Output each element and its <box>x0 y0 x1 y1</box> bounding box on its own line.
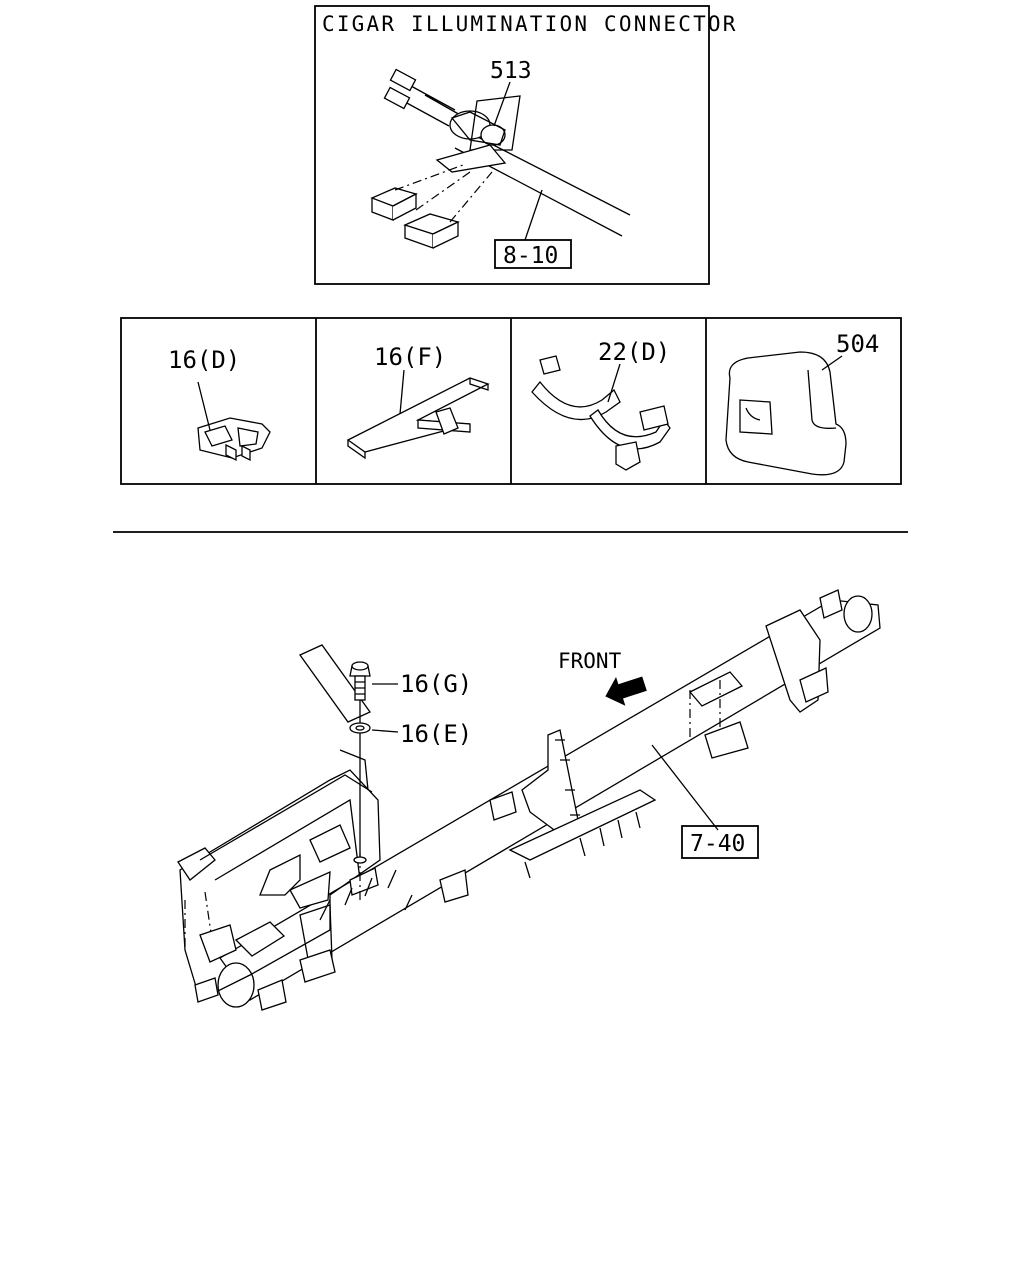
inset-title: CIGAR ILLUMINATION CONNECTOR <box>322 12 738 36</box>
part-label-16f: 16(F) <box>374 343 446 371</box>
cigar-connector-illustration <box>370 68 631 249</box>
part-504-illustration <box>725 351 847 476</box>
callout-box-8-10 <box>494 239 572 269</box>
part-16d-illustration <box>197 381 271 462</box>
callout-16g: 16(G) <box>400 670 472 698</box>
callout-513: 513 <box>490 58 532 84</box>
instrument-panel-beam-assembly <box>177 589 881 1011</box>
part-16f-illustration <box>346 369 490 460</box>
direction-label-front: FRONT <box>558 649 622 673</box>
part-label-22d: 22(D) <box>598 338 670 366</box>
callout-7-40: 7-40 <box>690 831 745 857</box>
inset-panel: CIGAR ILLUMINATION CONNECTOR <box>314 5 738 285</box>
callout-8-10: 8-10 <box>503 243 558 269</box>
parts-row: 16(D) 16(F) 22(D) 504 <box>120 317 902 485</box>
bolt-16g <box>349 661 371 701</box>
inset-frame <box>314 5 710 285</box>
washer-16e <box>349 722 371 734</box>
front-arrow-icon <box>605 676 647 706</box>
callout-16e: 16(E) <box>400 720 472 748</box>
part-label-16d: 16(D) <box>168 346 240 374</box>
callout-box-7-40 <box>681 825 759 859</box>
part-label-504: 504 <box>836 330 879 358</box>
part-22d-illustration <box>531 355 671 471</box>
